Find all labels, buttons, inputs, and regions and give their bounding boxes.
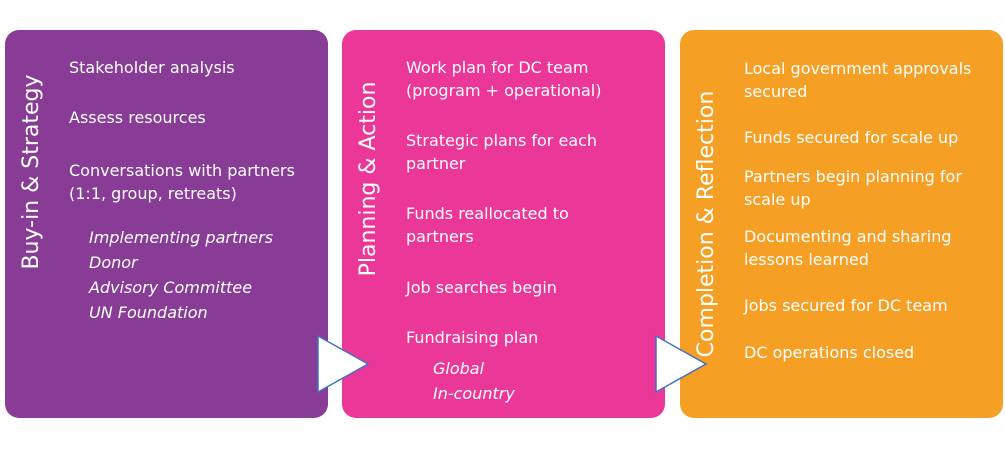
arrow-shape xyxy=(317,334,370,394)
stage-title: Planning & Action xyxy=(356,81,381,277)
stage-title: Buy-in & Strategy xyxy=(19,74,44,270)
stage-item: Assess resources xyxy=(69,108,206,127)
stage-item: Funds reallocated to partners xyxy=(406,204,569,246)
stage-item: Local government approvals secured xyxy=(744,59,972,101)
stage-item: Partners begin planning for scale up xyxy=(744,167,962,209)
stage-item: DC operations closed xyxy=(744,343,915,362)
stage-subitems: Global In-country xyxy=(433,356,515,406)
arrow-shape xyxy=(655,334,708,394)
stage-subitem: Global xyxy=(433,359,485,378)
stage-completion-reflection: Completion & Reflection Local government… xyxy=(680,30,1003,418)
stage-item: Work plan for DC team (program + operati… xyxy=(406,58,602,100)
stage-subitems: Implementing partners Donor Advisory Com… xyxy=(89,225,273,325)
stage-item: Strategic plans for each partner xyxy=(406,131,598,173)
stage-item: Jobs secured for DC team xyxy=(744,296,948,315)
stage-subitem: Implementing partners xyxy=(89,228,274,247)
stage-title-container: Buy-in & Strategy xyxy=(13,38,51,410)
stage-subitem: In-country xyxy=(433,384,515,403)
stage-item: Funds secured for scale up xyxy=(744,128,959,147)
stage-item: Documenting and sharing lessons learned xyxy=(744,227,952,269)
stage-item: Stakeholder analysis xyxy=(69,58,235,77)
stage-item: Job searches begin xyxy=(406,278,557,297)
next-stage-arrow-icon xyxy=(317,334,370,394)
stage-title: Completion & Reflection xyxy=(694,90,719,358)
stage-items: Stakeholder analysis Assess resources Co… xyxy=(69,30,320,418)
stage-subitem: Donor xyxy=(89,253,138,272)
stage-planning-action: Planning & Action Work plan for DC team … xyxy=(342,30,665,418)
stage-items: Work plan for DC team (program + operati… xyxy=(406,30,657,418)
stage-subitem: UN Foundation xyxy=(89,303,208,322)
stage-item: Conversations with partners (1:1, group,… xyxy=(69,161,295,203)
stage-subitem: Advisory Committee xyxy=(89,278,253,297)
stage-items: Local government approvals secured Funds… xyxy=(744,30,995,418)
stage-item: Fundraising plan xyxy=(406,328,539,347)
next-stage-arrow-icon xyxy=(655,334,708,394)
stage-buy-in-strategy: Buy-in & Strategy Stakeholder analysis A… xyxy=(5,30,328,418)
